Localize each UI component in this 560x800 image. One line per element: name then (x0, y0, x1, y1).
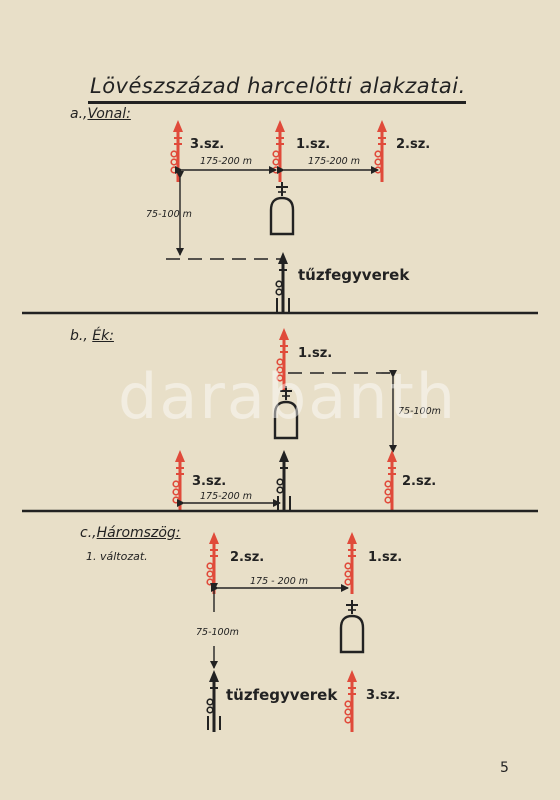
a-weapons-label: tűzfegyverek (298, 266, 410, 284)
c-distance-vertical-label: 75-100m (196, 627, 239, 638)
b-2sz-label: 2.sz. (402, 474, 437, 489)
title-underline (88, 101, 466, 104)
b-distance-bottom-label: 175-200 m (200, 491, 252, 502)
variant-label: 1. változat. (86, 550, 148, 563)
a-3sz-label: 3.sz. (190, 137, 225, 152)
commander-symbol (269, 180, 295, 236)
c-2sz-label: 2.sz. (230, 550, 265, 565)
watermark: darabanth (118, 360, 458, 433)
weapons-black-symbol (274, 250, 291, 316)
a-distance-right-label: 175-200 m (308, 156, 360, 167)
platoon-2-red-symbol (383, 448, 399, 514)
platoon-2-red-symbol (205, 530, 221, 596)
c-weapons-label: tüzfegyverek (226, 686, 338, 704)
platoon-3-red-symbol (343, 668, 359, 734)
section-b-letter: b., (70, 328, 88, 344)
section-c-letter: c., (80, 525, 97, 541)
a-distance-vertical-label: 75-100 m (146, 209, 192, 220)
c-3sz-label: 3.sz. (366, 688, 401, 703)
platoon-3-red-symbol (171, 448, 187, 514)
platoon-3-red-symbol (169, 118, 185, 184)
platoon-1-red-symbol (271, 118, 287, 184)
section-a-letter: a., (70, 106, 88, 122)
b-3sz-label: 3.sz. (192, 474, 227, 489)
weapons-black-symbol (205, 668, 222, 734)
section-a-heading: a.,Vonal: (70, 106, 131, 122)
a-2sz-label: 2.sz. (396, 137, 431, 152)
commander-symbol (339, 598, 365, 654)
platoon-2-red-symbol (373, 118, 389, 184)
section-b-heading: b., Ék: (70, 328, 114, 344)
page-title: Lövészszázad harcelötti alakzatai. (90, 74, 466, 98)
c-1sz-label: 1.sz. (368, 550, 403, 565)
b-distance-vertical-label: 75-100m (398, 406, 441, 417)
platoon-1-red-symbol (343, 530, 359, 596)
section-c-heading: c.,Háromszög: (80, 525, 181, 541)
c-distance-label: 175 - 200 m (250, 576, 309, 587)
section-c-name: Háromszög: (96, 525, 181, 541)
section-a-name: Vonal: (87, 106, 131, 122)
a-distance-left-label: 175-200 m (200, 156, 252, 167)
b-1sz-label: 1.sz. (298, 346, 333, 361)
section-b-name: Ék: (92, 328, 114, 344)
page-number: 5 (500, 760, 509, 776)
a-1sz-label: 1.sz. (296, 137, 331, 152)
